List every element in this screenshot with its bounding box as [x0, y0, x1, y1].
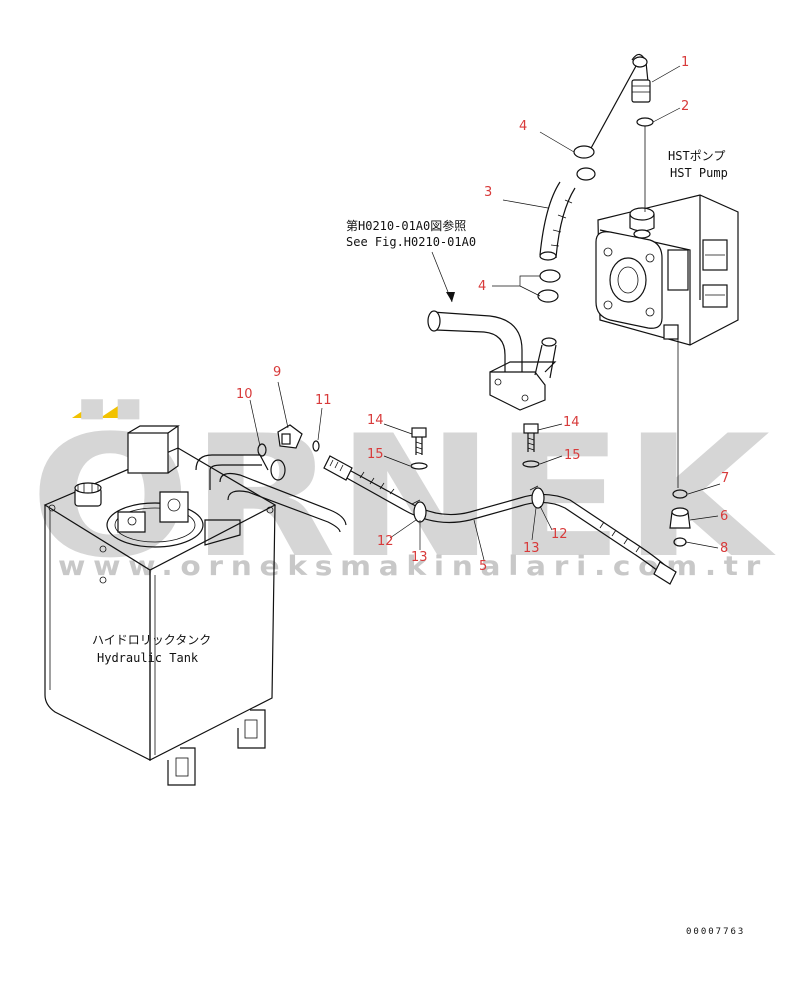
part-label-7: 7 [721, 471, 729, 486]
see-fig-label-en: See Fig.H0210-01A0 [346, 235, 476, 249]
part-label-2: 2 [681, 99, 689, 114]
part-label-14-right: 14 [563, 415, 580, 430]
bolts-and-washers [410, 423, 540, 470]
hydraulic-tank: ハイドロリックタンク Hydraulic Tank [43, 425, 347, 786]
part-label-13-left: 13 [411, 550, 428, 565]
part-label-15-left: 15 [367, 447, 384, 462]
part-label-12-left: 12 [377, 534, 394, 549]
watermark-accent-mark [72, 406, 100, 418]
hst-pump-label-jp: HSTポンプ [668, 149, 725, 163]
part-label-3: 3 [484, 185, 492, 200]
part-label-6: 6 [720, 509, 728, 524]
drawing-number: 00007763 [686, 927, 745, 937]
watermark-website: www.orneksmakinalari.com.tr [58, 551, 768, 582]
part-label-9: 9 [273, 365, 281, 380]
leader-lines [249, 65, 721, 561]
part-label-13-right: 13 [523, 541, 540, 556]
part-label-1: 1 [681, 55, 689, 70]
upper-hose-assembly [537, 53, 651, 303]
right-fittings [669, 338, 691, 547]
part-label-12-right: 12 [551, 527, 568, 542]
part-label-11: 11 [315, 393, 332, 408]
part-label-5: 5 [479, 559, 487, 574]
watermark-accent-mark [100, 406, 128, 418]
part-label-4-upper: 4 [519, 119, 527, 134]
part-label-4-lower: 4 [478, 279, 486, 294]
part-label-8: 8 [720, 541, 728, 556]
part-label-15-right: 15 [564, 448, 581, 463]
tank-label-jp: ハイドロリックタンク [92, 633, 211, 647]
part-number-labels: 1 2 3 4 4 5 6 7 8 9 10 11 12 12 13 13 14… [236, 55, 729, 574]
part-label-14-left: 14 [367, 413, 384, 428]
see-fig-label-jp: 第H0210-01A0図参照 [346, 218, 466, 233]
tank-label-en: Hydraulic Tank [97, 651, 199, 665]
watermark-brand: ÖRNEK [30, 399, 777, 595]
hst-pump: HSTポンプ HST Pump [595, 149, 739, 346]
suction-pipe: 第H0210-01A0図参照 See Fig.H0210-01A0 [346, 218, 557, 411]
part-label-10: 10 [236, 387, 253, 402]
o-ring-2 [636, 117, 654, 212]
elbow-fitting-9 [257, 424, 320, 457]
watermark: ÖRNEK www.orneksmakinalari.com.tr [30, 399, 777, 595]
lower-hose [323, 455, 677, 585]
hst-pump-label-en: HST Pump [670, 166, 728, 180]
